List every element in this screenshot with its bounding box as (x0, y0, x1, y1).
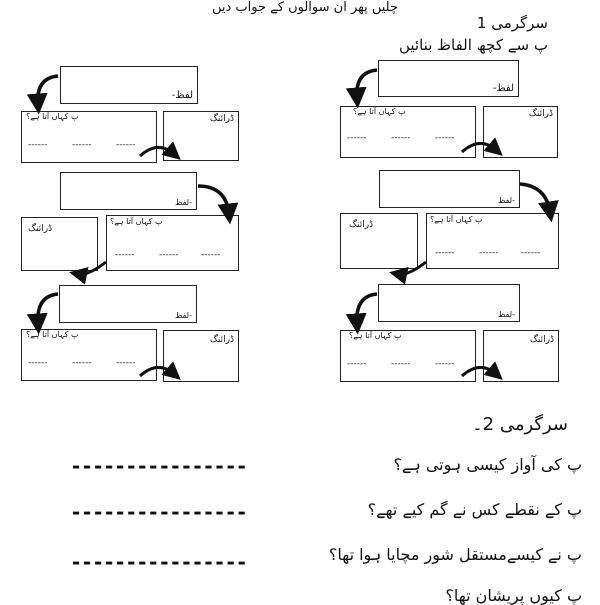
blank-line: ------ (72, 358, 92, 368)
curved-arrow-icon (26, 292, 59, 335)
drawing-box[interactable]: ڈرائنگ (483, 106, 558, 158)
position-label: پ کہاں آتا ہے؟ (353, 107, 406, 116)
word-label: -لفظ (175, 311, 192, 320)
curved-arrow-icon (26, 74, 59, 115)
position-label: پ کہاں آتا ہے؟ (26, 112, 79, 121)
drawing-label: ڈرائنگ (528, 109, 553, 119)
answer-line-2[interactable]: ---------------- (70, 500, 248, 524)
question-3: پ نے کیسےمستقل شور مچایا ہوا تھا؟ (328, 545, 582, 564)
blank-line: ------ (521, 248, 541, 258)
connector-arrows (26, 68, 559, 380)
drawing-label: ڈرائنگ (349, 220, 374, 230)
answer-line-3[interactable]: ---------------- (70, 550, 248, 574)
question-2: پ کے نقطے کس نے گم کیے تھے؟ (367, 500, 582, 519)
word-box[interactable]: -لفظ (59, 285, 197, 323)
blank-line: ------ (116, 140, 136, 150)
position-box[interactable]: پ کہاں آتا ہے؟ ------ ------ ------ (21, 329, 157, 381)
curved-arrow-icon (345, 68, 378, 109)
curved-arrow-icon (461, 137, 503, 156)
activity1-title: سرگرمی 1 (476, 14, 548, 32)
blank-line: ------ (391, 133, 411, 143)
position-box[interactable]: پ کہاں آتا ہے؟ ------ ------ ------ (21, 111, 157, 163)
blank-line: ------ (28, 358, 48, 368)
word-box[interactable]: -لفظ (60, 172, 197, 210)
position-box[interactable]: پ کہاں آتا ہے؟ ------ ------ ------ (340, 106, 476, 158)
position-box[interactable]: پ کہاں آتا ہے؟ ------ ------ ------ (426, 213, 559, 269)
blank-line: ------ (201, 250, 221, 260)
position-label: پ کہاں آتا ہے؟ (26, 330, 79, 339)
drawing-label: ڈرائنگ (209, 114, 234, 124)
blank-line: ------ (435, 248, 455, 258)
position-box[interactable]: پ کہاں آتا ہے؟ ------ ------ ------ (340, 330, 476, 382)
blank-line: ------ (72, 140, 92, 150)
blank-line: ------ (347, 133, 367, 143)
drawing-box[interactable]: ڈرائنگ (483, 330, 559, 382)
curved-arrow-icon (139, 361, 181, 380)
curved-arrow-icon (197, 184, 239, 225)
activity2-title: سرگرمی 2۔ (472, 414, 568, 435)
blank-line: ------ (435, 133, 455, 143)
drawing-label: ڈرائنگ (209, 335, 234, 345)
blank-line: ------ (28, 140, 48, 150)
curved-arrow-icon (139, 141, 181, 160)
answer-line-1[interactable]: ---------------- (70, 454, 248, 478)
word-label: -لفظ (498, 196, 515, 205)
blank-line: ------ (479, 248, 499, 258)
curved-arrow-icon (461, 361, 503, 380)
question-1: پ کی آواز کیسی ہوتی ہے؟ (393, 455, 582, 474)
word-box[interactable]: -لفظ (379, 170, 520, 208)
word-label: -لفظ (175, 198, 192, 207)
position-label: پ کہاں آتا ہے؟ (110, 217, 163, 226)
curved-arrow-icon (345, 292, 378, 335)
blank-line: ------ (115, 250, 135, 260)
drawing-box[interactable]: ڈرائنگ (340, 213, 418, 269)
word-label: -لفظ (498, 310, 515, 319)
blank-line: ------ (159, 250, 179, 260)
curved-arrow-icon (69, 260, 107, 285)
position-label: پ کہاں آتا ہے؟ (349, 331, 402, 340)
page-instruction: چلیں پھر ان سوالوں کے جواب دیں (211, 0, 399, 15)
word-box[interactable]: لفظ- (60, 66, 198, 104)
blank-line: ------ (116, 358, 136, 368)
blank-line: ------ (435, 359, 455, 369)
word-box[interactable]: لفظ- (378, 60, 519, 97)
drawing-label: ڈرائنگ (28, 224, 53, 234)
drawing-box[interactable]: ڈرائنگ (21, 217, 98, 271)
word-label: لفظ- (171, 90, 193, 101)
activity1-subtitle: پ سے کچھ الفاظ بنائیں (398, 36, 548, 54)
curved-arrow-icon (519, 182, 559, 223)
position-box[interactable]: پ کہاں آتا ہے؟ ------ ------ ------ (106, 215, 239, 271)
blank-line: ------ (347, 359, 367, 369)
position-label: پ کہاں آتا ہے؟ (430, 215, 483, 224)
word-label: لفظ- (492, 83, 514, 94)
word-box[interactable]: -لفظ (378, 284, 520, 322)
curved-arrow-icon (389, 260, 427, 285)
drawing-label: ڈرائنگ (529, 335, 554, 345)
question-4: پ کیوں پریشان تھا؟ (445, 586, 582, 605)
blank-line: ------ (391, 359, 411, 369)
